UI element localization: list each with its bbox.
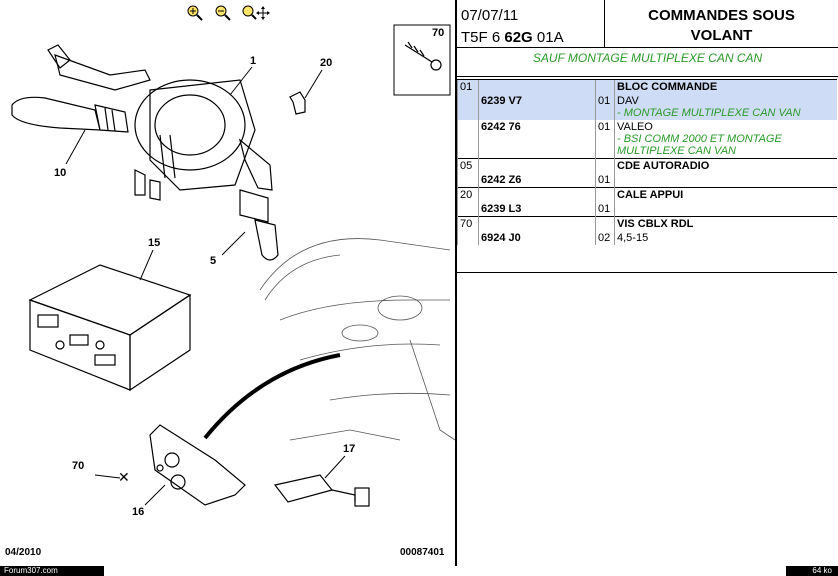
zoom-in-icon[interactable] xyxy=(185,4,205,22)
group-number: 01 xyxy=(457,79,479,94)
header-title: COMMANDES SOUS VOLANT xyxy=(648,7,795,44)
part-reference[interactable]: 6924 J0 xyxy=(478,231,596,245)
table-row[interactable]: 70 VIS CBLX RDL xyxy=(457,216,837,231)
callout-15[interactable]: 15 xyxy=(148,237,161,249)
condition-text: SAUF MONTAGE MULTIPLEXE CAN CAN xyxy=(532,51,763,65)
table-row[interactable]: 6242 Z6 01 xyxy=(457,173,837,188)
part-description: 4,5-15 xyxy=(614,231,837,245)
table-row[interactable]: 6242 76 01 VALEO - BSI COMM 2000 ET MONT… xyxy=(457,120,837,159)
part-description: DAV xyxy=(617,95,639,107)
header-separator xyxy=(604,0,605,47)
group-number: 05 xyxy=(457,158,479,173)
inset-label-70[interactable]: 70 xyxy=(432,27,445,39)
parts-table: 01 BLOC COMMANDE 6239 V7 01 DAV - MONTAG… xyxy=(457,79,837,245)
diagram-date: 04/2010 xyxy=(5,547,42,558)
table-row[interactable]: 6239 L3 01 xyxy=(457,202,837,217)
callout-70[interactable]: 70 xyxy=(72,460,85,472)
parts-panel: 07/07/11 T5F 6 62G 01A COMMANDES SOUS VO… xyxy=(457,0,838,566)
group-number: 70 xyxy=(457,216,479,231)
condition-border xyxy=(457,76,838,77)
part-reference[interactable]: 6242 Z6 xyxy=(478,173,596,188)
part-quantity: 02 xyxy=(595,231,615,245)
part-note: - MONTAGE MULTIPLEXE CAN VAN xyxy=(617,107,801,119)
exploded-parts-diagram: ✕ xyxy=(11,24,455,507)
panel-divider xyxy=(455,0,457,566)
part-reference[interactable]: 6242 76 xyxy=(478,120,596,159)
header-border xyxy=(457,47,838,48)
callout-10[interactable]: 10 xyxy=(54,167,67,179)
group-number: 20 xyxy=(457,187,479,202)
callout-16[interactable]: 16 xyxy=(132,506,145,518)
header-code: T5F 6 62G 01A xyxy=(461,29,564,46)
table-row[interactable]: 6239 V7 01 DAV - MONTAGE MULTIPLEXE CAN … xyxy=(457,94,837,120)
part-quantity: 01 xyxy=(595,173,615,188)
diagram-panel: ✕ 1 20 10 5 15 70 16 17 70 04/2010 00087… xyxy=(5,4,455,558)
svg-text:✕: ✕ xyxy=(118,469,130,485)
part-name: VIS CBLX RDL xyxy=(617,218,694,230)
callout-5[interactable]: 5 xyxy=(210,255,217,267)
part-name: CALE APPUI xyxy=(617,189,684,201)
table-row[interactable]: 6924 J0 02 4,5-15 xyxy=(457,231,837,245)
table-row[interactable]: 20 CALE APPUI xyxy=(457,187,837,202)
part-name: CDE AUTORADIO xyxy=(617,160,710,172)
zoom-toolbar xyxy=(185,4,271,22)
status-bar: Forum307.com 64 ko xyxy=(0,566,838,576)
callout-20[interactable]: 20 xyxy=(320,57,333,69)
pan-icon[interactable] xyxy=(241,4,271,22)
part-name: BLOC COMMANDE xyxy=(617,81,718,93)
part-description: VALEO xyxy=(617,121,653,133)
part-quantity: 01 xyxy=(595,94,615,120)
table-end-border xyxy=(457,272,837,273)
table-row[interactable]: 05 CDE AUTORADIO xyxy=(457,158,837,173)
diagram-number: 00087401 xyxy=(400,547,445,558)
zoom-out-icon[interactable] xyxy=(213,4,233,22)
table-row[interactable]: 01 BLOC COMMANDE xyxy=(457,79,837,94)
part-reference[interactable]: 6239 L3 xyxy=(478,202,596,217)
part-reference[interactable]: 6239 V7 xyxy=(478,94,596,120)
status-site: Forum307.com xyxy=(0,566,104,576)
header-date: 07/07/11 xyxy=(461,7,519,24)
part-note: - BSI COMM 2000 ET MONTAGE MULTIPLEXE CA… xyxy=(617,133,782,157)
part-quantity: 01 xyxy=(595,120,615,159)
callout-17[interactable]: 17 xyxy=(343,443,356,455)
part-quantity: 01 xyxy=(595,202,615,217)
callout-1[interactable]: 1 xyxy=(250,55,257,67)
status-size: 64 ko xyxy=(786,566,838,576)
